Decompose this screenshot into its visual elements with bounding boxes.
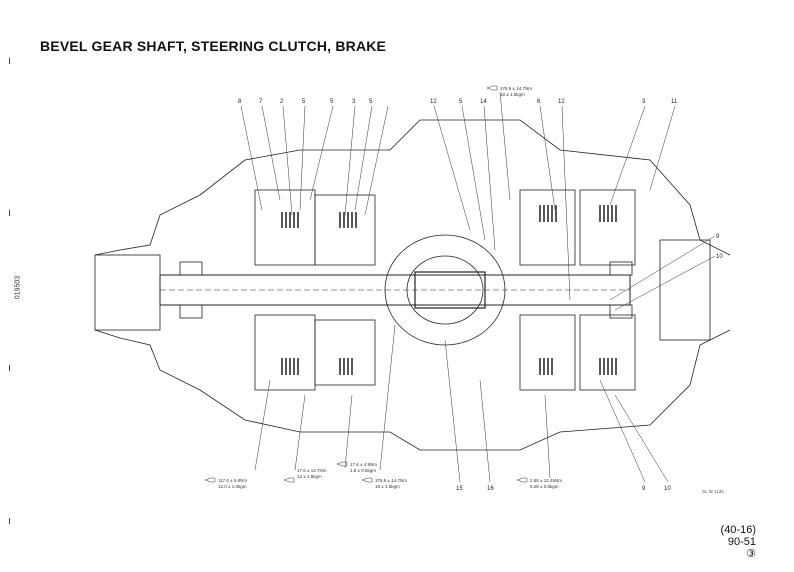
part-number-label: 2 xyxy=(280,99,284,105)
margin-tick-mark xyxy=(9,58,13,64)
svg-text:17.6 ± 14.7Nm: 17.6 ± 14.7Nm xyxy=(297,468,327,473)
figure-reference: SL W 1130 xyxy=(702,489,724,494)
part-number-label: 16 xyxy=(487,486,494,492)
svg-text:176.5 ± 14.7Nm: 176.5 ± 14.7Nm xyxy=(375,478,407,483)
svg-text:1.8 ± 0.5kgm: 1.8 ± 0.5kgm xyxy=(350,468,376,473)
part-number-label: 3 xyxy=(642,99,646,105)
svg-text:18 ± 1.5kgm: 18 ± 1.5kgm xyxy=(500,92,525,97)
torque-spec: 17.6 ± 14.7Nm 12 ± 1.5kgm xyxy=(283,468,327,483)
torque-spec: 17.6 ± 4.9Nm 1.8 ± 0.5kgm xyxy=(336,461,377,473)
torque-spec: 176.5 ± 14.7Nm 18 ± 1.5kgm xyxy=(361,477,407,489)
svg-text:12.0 ± 1.0kgm: 12.0 ± 1.0kgm xyxy=(218,484,247,489)
part-number-label: 6 xyxy=(537,99,541,105)
svg-text:12 ± 1.5kgm: 12 ± 1.5kgm xyxy=(297,474,322,479)
wrench-icon xyxy=(361,477,373,483)
wrench-icon xyxy=(283,477,295,483)
part-number-label: 5 xyxy=(330,99,334,105)
part-number-label: 8 xyxy=(238,99,242,105)
part-number-label: 12 xyxy=(430,99,437,105)
part-number-label: 9 xyxy=(716,234,720,240)
wrench-icon xyxy=(336,461,348,467)
torque-spec: 176.5 ± 14.7Nm 18 ± 1.5kgm xyxy=(486,85,532,97)
page-code: 90-51 xyxy=(727,536,756,548)
part-number-label: 3 xyxy=(352,99,356,105)
margin-tick-mark xyxy=(9,365,13,371)
part-number-label: 5 xyxy=(302,99,306,105)
part-number-label: 5 xyxy=(459,99,463,105)
page-title: BEVEL GEAR SHAFT, STEERING CLUTCH, BRAKE xyxy=(40,38,387,54)
part-number-label: 15 xyxy=(456,486,463,492)
margin-tick-mark xyxy=(9,210,13,216)
margin-tick-mark xyxy=(9,518,13,524)
svg-text:17.6 ± 4.9Nm: 17.6 ± 4.9Nm xyxy=(350,462,377,467)
page-reference: (40-16) 90-51 ③ xyxy=(721,524,756,560)
svg-text:18 ± 1.5kgm: 18 ± 1.5kgm xyxy=(375,484,400,489)
part-number-label: 10 xyxy=(716,254,723,260)
torque-spec: 117.6 ± 9.8Nm 12.0 ± 1.0kgm xyxy=(204,477,247,489)
svg-text:117.6 ± 9.8Nm: 117.6 ± 9.8Nm xyxy=(218,478,247,483)
part-number-label: 12 xyxy=(558,99,565,105)
part-number-label: 14 xyxy=(480,99,487,105)
part-number-label: 10 xyxy=(664,486,671,492)
part-number-label: 7 xyxy=(259,99,263,105)
part-number-label: 5 xyxy=(369,99,373,105)
part-number-label: 9 xyxy=(642,486,646,492)
torque-spec: 2.85 ± 12.45Nm 0.28 ± 0.5kgm xyxy=(516,477,562,489)
svg-text:0.28 ± 0.5kgm: 0.28 ± 0.5kgm xyxy=(530,484,559,489)
svg-text:2.85 ± 12.45Nm: 2.85 ± 12.45Nm xyxy=(530,478,562,483)
svg-text:176.5 ± 14.7Nm: 176.5 ± 14.7Nm xyxy=(500,86,532,91)
wrench-icon xyxy=(516,477,528,483)
wrench-icon xyxy=(486,85,498,91)
part-number-label: 11 xyxy=(671,99,678,105)
wrench-icon xyxy=(204,477,216,483)
revision-mark: ③ xyxy=(746,548,756,560)
section-number: (40-16) xyxy=(720,524,756,536)
